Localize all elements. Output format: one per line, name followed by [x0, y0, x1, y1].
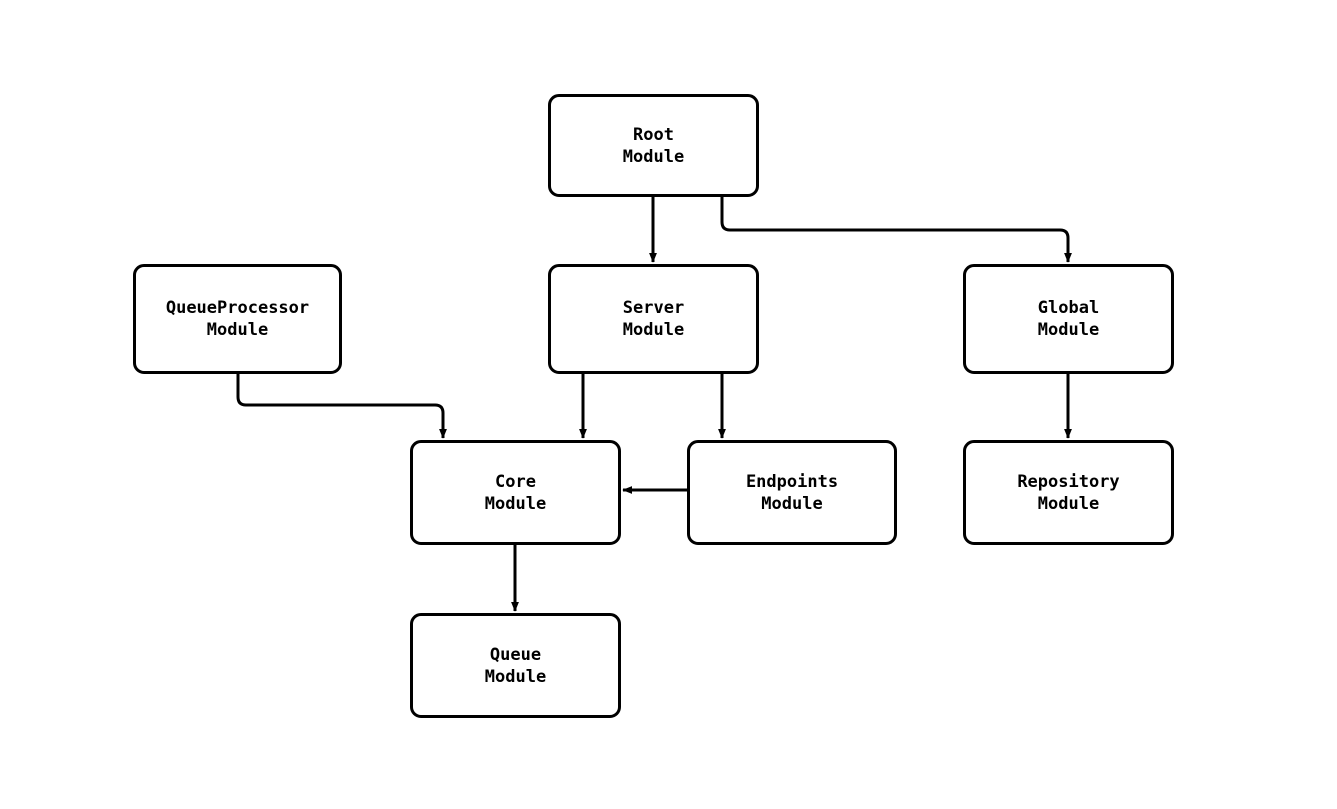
node-core[interactable]: Core Module	[410, 440, 621, 545]
node-label-root: Root Module	[622, 124, 685, 167]
node-global[interactable]: Global Module	[963, 264, 1174, 374]
node-queue[interactable]: Queue Module	[410, 613, 621, 718]
node-label-server: Server Module	[622, 298, 685, 340]
node-root[interactable]: Root Module	[548, 94, 759, 197]
node-label-core: Core Module	[484, 471, 547, 514]
node-label-endpoints: Endpoints Module	[745, 471, 839, 514]
node-repository[interactable]: Repository Module	[963, 440, 1174, 545]
node-label-global: Global Module	[1037, 298, 1100, 340]
edge-root-global	[720, 197, 1072, 263]
node-label-repository: Repository Module	[1017, 471, 1120, 514]
edges-group	[236, 197, 1072, 612]
node-queueprocessor[interactable]: QueueProcessor Module	[133, 264, 342, 374]
node-endpoints[interactable]: Endpoints Module	[687, 440, 897, 545]
node-label-queueprocessor: QueueProcessor Module	[165, 298, 310, 340]
edge-queueprocessor-core	[236, 374, 447, 439]
node-label-queue: Queue Module	[484, 644, 547, 687]
node-server[interactable]: Server Module	[548, 264, 759, 374]
